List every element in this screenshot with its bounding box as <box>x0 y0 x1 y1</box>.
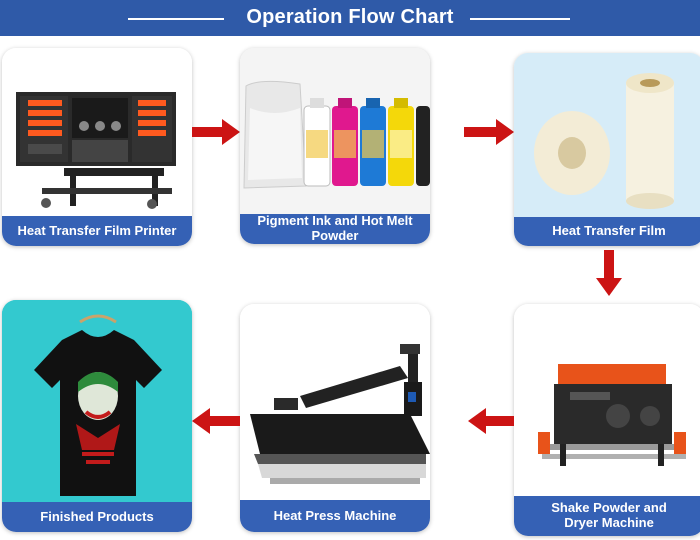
page-title: Operation Flow Chart <box>246 6 454 28</box>
header-right-line <box>470 18 570 20</box>
step-label: Shake Powder and Dryer Machine <box>514 496 700 536</box>
arrow-right-icon <box>192 119 240 145</box>
step-card-shaker-dryer: Shake Powder and Dryer Machine <box>514 304 700 536</box>
step-card-ink-powder: Pigment Ink and Hot Melt Powder <box>240 48 430 244</box>
step-label: Finished Products <box>2 502 192 532</box>
step-label: Heat Transfer Film Printer <box>2 216 192 246</box>
arrow-left-icon <box>192 408 240 434</box>
arrow-right-icon <box>464 119 514 145</box>
step-label: Heat Press Machine <box>240 500 430 532</box>
step-card-heat-press: Heat Press Machine <box>240 304 430 532</box>
header-left-line <box>128 18 224 20</box>
step-card-film: Heat Transfer Film <box>514 53 700 246</box>
step-card-finished: Finished Products <box>2 300 192 532</box>
arrow-left-icon <box>468 408 514 434</box>
header-bar: Operation Flow Chart <box>0 0 700 36</box>
heat-press-image <box>240 304 430 500</box>
film-rolls-image <box>514 53 700 217</box>
shaker-dryer-machine-image <box>514 304 700 494</box>
step-label: Pigment Ink and Hot Melt Powder <box>240 213 430 244</box>
step-card-printer: Heat Transfer Film Printer <box>2 48 192 246</box>
step-label: Heat Transfer Film <box>514 217 700 246</box>
dtf-printer-image <box>2 48 192 218</box>
arrow-down-icon <box>596 250 622 296</box>
printed-tshirt-image <box>2 300 192 502</box>
ink-bottles-and-powder-image <box>240 48 430 214</box>
